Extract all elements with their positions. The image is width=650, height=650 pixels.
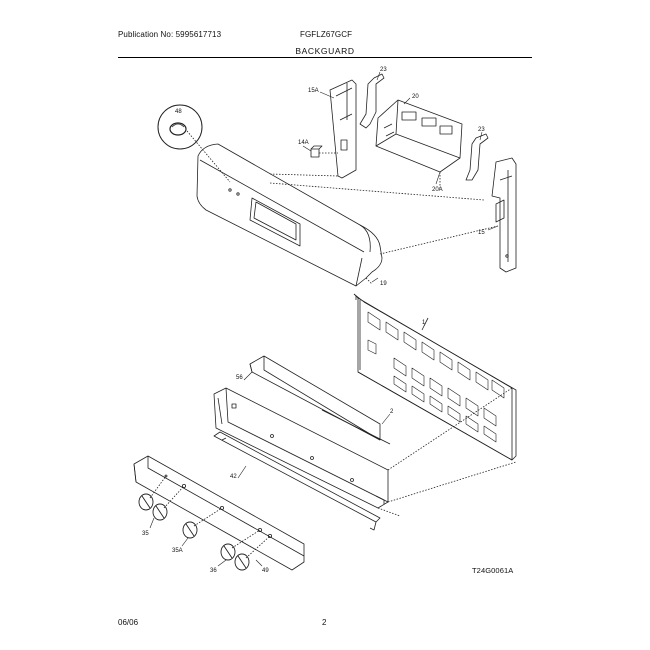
knob-set (138, 493, 250, 571)
assembly-lines-lower (377, 387, 517, 517)
callout-14a: 14A (298, 140, 309, 146)
callout-labels: 48 15A 23 20 14A 23 20A 15 19 1 56 2 42 … (142, 67, 485, 574)
publication-number: Publication No: 5995617713 (118, 30, 222, 39)
callout-15: 15 (478, 230, 485, 236)
callout-48: 48 (175, 109, 182, 115)
callout-35a: 35A (172, 548, 183, 554)
part-2-backguard-frame (213, 387, 391, 509)
knob-36-a (220, 543, 236, 561)
section-title: BACKGUARD (295, 46, 355, 56)
part-42-trim-strip (213, 431, 381, 531)
knob-35a (182, 521, 198, 539)
callout-56: 56 (236, 375, 243, 381)
footer-date: 06/06 (118, 618, 139, 627)
leader-lines (149, 71, 499, 567)
footer-page-number: 2 (322, 618, 327, 627)
part-23-upper-bracket (359, 73, 385, 129)
callout-35: 35 (142, 531, 149, 537)
model-number: FGFLZ67GCF (300, 30, 353, 39)
part-19-control-panel (196, 143, 383, 287)
figure-code: T24G0061A (472, 566, 514, 575)
part-15a-left-bracket (329, 79, 357, 179)
callout-36: 36 (210, 568, 217, 574)
callout-2: 2 (390, 409, 394, 415)
callout-23-upper: 23 (380, 67, 387, 73)
knob-35-a (138, 493, 154, 511)
callout-1: 1 (422, 320, 426, 326)
callout-19: 19 (380, 281, 387, 287)
callout-20a: 20A (432, 187, 443, 193)
knob-35-b (152, 503, 168, 521)
callout-20: 20 (412, 94, 419, 100)
knob-36-b (234, 553, 250, 571)
assembly-lines-knobs (149, 475, 271, 559)
part-15-right-bracket (491, 157, 517, 273)
part-56-baffle (249, 355, 381, 441)
callout-15a: 15A (308, 88, 319, 94)
callout-42: 42 (230, 474, 237, 480)
header-rule (118, 57, 532, 58)
part-14a-clip (310, 145, 338, 158)
callout-49: 49 (262, 568, 269, 574)
part-1-rear-panel (353, 293, 517, 461)
part-23-lower-bracket (465, 133, 489, 181)
manifold-panel (133, 455, 305, 571)
vent-slots (367, 311, 505, 443)
part-48-inset (157, 104, 231, 183)
callout-23-lower: 23 (478, 127, 485, 133)
part-20-clock-board (375, 99, 463, 190)
assembly-lines-upper (269, 173, 499, 255)
